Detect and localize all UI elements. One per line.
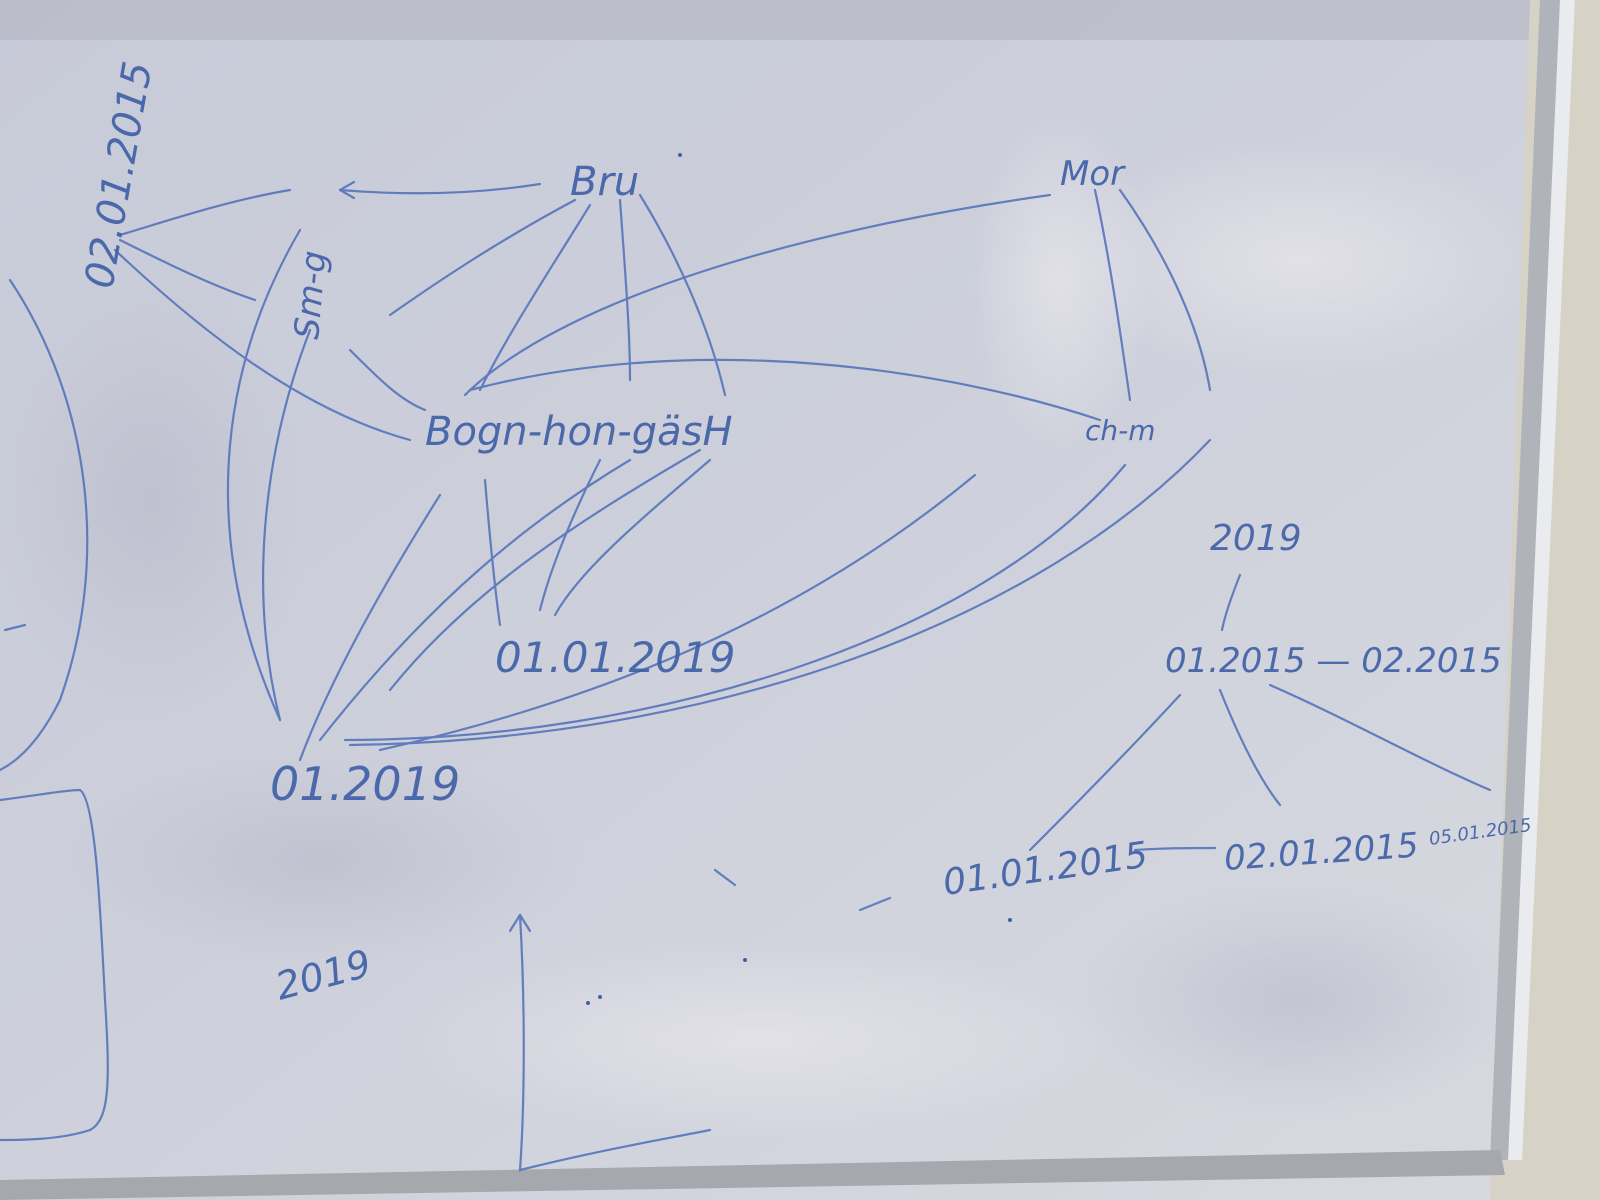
right-row: ch-m bbox=[1085, 414, 1156, 447]
board-frame-bottom bbox=[0, 1150, 1505, 1200]
ink-specks bbox=[586, 153, 1012, 1005]
date-left-bottom: 01.2019 bbox=[270, 757, 460, 811]
top-word-1: Bru bbox=[570, 159, 639, 205]
eraser-smudge bbox=[1080, 880, 1520, 1120]
date-center: 01.01.2019 bbox=[495, 633, 735, 682]
board-top-shadow bbox=[0, 0, 1600, 40]
left-word: Sm-g bbox=[287, 249, 335, 341]
date-right-row: 01.2015 — 02.2015 bbox=[1165, 641, 1502, 681]
ink-lines bbox=[0, 180, 1492, 1172]
board-frame-highlight bbox=[1508, 0, 1575, 1160]
top-word-2: Mor bbox=[1060, 154, 1126, 194]
eraser-smudge bbox=[60, 750, 580, 970]
date-right-top-small: 2019 bbox=[1210, 518, 1302, 559]
eraser-smudge bbox=[0, 280, 310, 720]
middle-row: Bogn-hon-gäsH bbox=[425, 409, 733, 455]
eraser-smudge bbox=[400, 940, 1120, 1140]
eraser-smudge bbox=[1060, 140, 1540, 380]
